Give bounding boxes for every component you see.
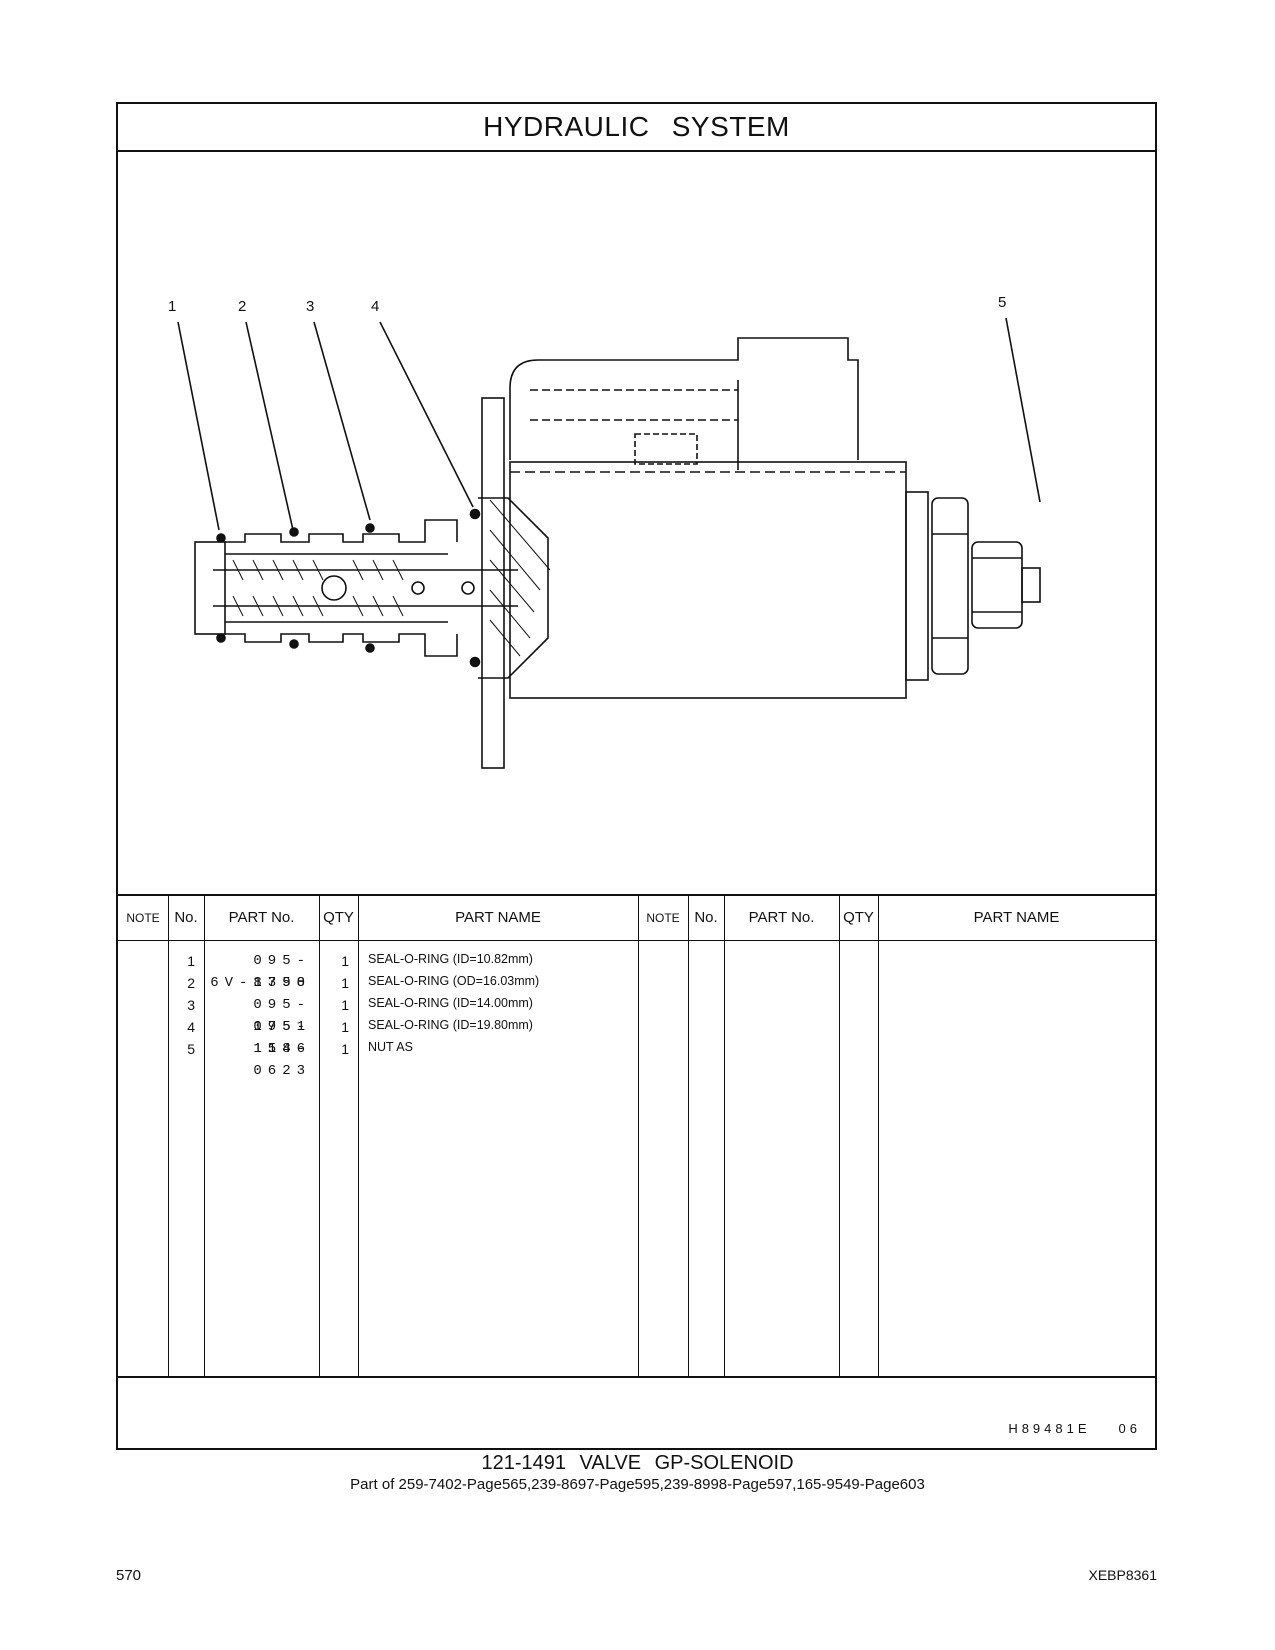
callout-5: 5 [998, 294, 1007, 311]
row-no: 5 [187, 1041, 195, 1057]
row-no: 3 [187, 997, 195, 1013]
row-part-no: 095-1750 [253, 953, 311, 991]
solenoid-valve-illustration [177, 317, 1041, 769]
header-no: No. [174, 909, 198, 926]
header-note: NOTE [646, 911, 680, 925]
row-qty: 1 [341, 953, 349, 969]
exploded-drawing: 1 2 3 4 5 [118, 150, 1155, 894]
header-qty: QTY [843, 909, 874, 926]
column-divider [319, 896, 320, 1376]
row-part-name: SEAL-O-RING (ID=10.82mm) [368, 952, 533, 966]
part-of-references: Part of 259-7402-Page565,239-8697-Page59… [350, 1476, 925, 1493]
document-id: XEBP8361 [1088, 1567, 1158, 1583]
column-divider [878, 896, 879, 1376]
row-part-name: SEAL-O-RING (ID=14.00mm) [368, 996, 533, 1010]
group-title: 121-1491 VALVE GP-SOLENOID [481, 1452, 794, 1474]
row-part-no: 095-1586 [253, 1019, 311, 1057]
row-part-name: NUT AS [368, 1040, 413, 1054]
header-note: NOTE [126, 911, 160, 925]
row-qty: 1 [341, 1041, 349, 1057]
page-title: HYDRAULIC SYSTEM [483, 111, 790, 142]
column-divider [638, 896, 639, 1376]
row-qty: 1 [341, 1019, 349, 1035]
row-part-name: SEAL-O-RING (OD=16.03mm) [368, 974, 540, 988]
page-frame: HYDRAULIC SYSTEM [116, 102, 1157, 1450]
header-divider [118, 940, 1155, 941]
row-no: 4 [187, 1019, 195, 1035]
callout-2: 2 [238, 298, 247, 315]
callout-4: 4 [371, 298, 380, 315]
header-part-name: PART NAME [455, 909, 541, 926]
row-no: 1 [187, 953, 195, 969]
column-divider [204, 896, 205, 1376]
column-divider [358, 896, 359, 1376]
title-band: HYDRAULIC SYSTEM [118, 104, 1155, 152]
parts-table: NOTE No. PART No. QTY PART NAME NOTE No.… [118, 894, 1155, 1378]
row-qty: 1 [341, 997, 349, 1013]
row-no: 2 [187, 975, 195, 991]
header-part-no: PART No. [748, 909, 815, 926]
header-qty: QTY [323, 909, 354, 926]
header-part-no: PART No. [228, 909, 295, 926]
header-no: No. [694, 909, 718, 926]
column-divider [839, 896, 840, 1376]
column-divider [688, 896, 689, 1376]
row-qty: 1 [341, 975, 349, 991]
callout-1: 1 [168, 298, 177, 315]
row-part-no: 114-0623 [253, 1041, 311, 1079]
row-part-no: 6V-8398 [210, 975, 311, 991]
column-divider [724, 896, 725, 1376]
row-part-name: SEAL-O-RING (ID=19.80mm) [368, 1018, 533, 1032]
callout-3: 3 [306, 298, 315, 315]
page-number: 570 [116, 1567, 142, 1584]
drawing-revision: 06 [1118, 1421, 1141, 1436]
row-part-no: 095-1751 [253, 997, 311, 1035]
column-divider [168, 896, 169, 1376]
header-part-name: PART NAME [973, 909, 1060, 926]
